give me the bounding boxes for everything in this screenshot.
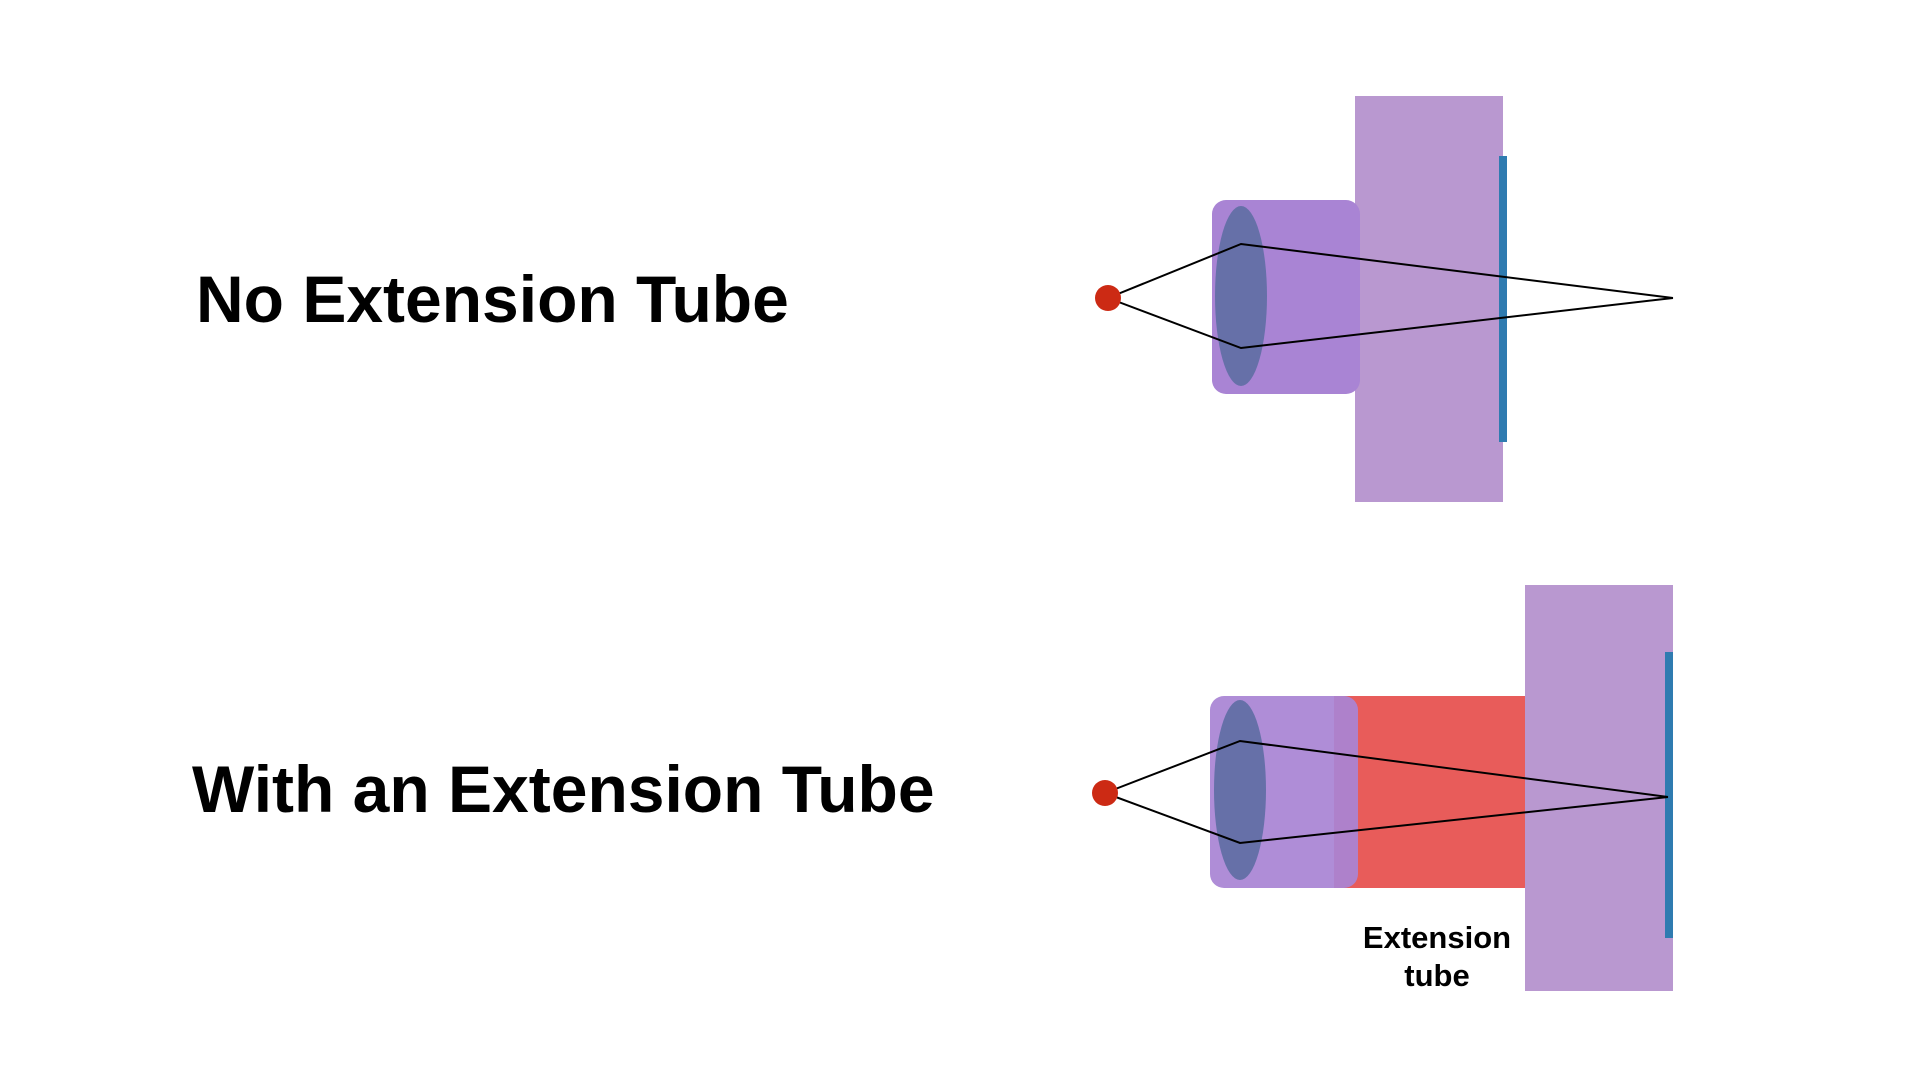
light-ray-lower — [1104, 792, 1669, 845]
camera-body — [1355, 96, 1503, 502]
extension-tube — [1334, 696, 1528, 888]
light-ray-upper — [1104, 739, 1669, 798]
lens-element — [1214, 700, 1266, 880]
image-sensor — [1499, 156, 1507, 442]
panel-no-extension-tube: No Extension Tube — [196, 96, 1674, 502]
image-sensor — [1665, 652, 1673, 938]
subject-point — [1092, 780, 1118, 806]
extension-tube-label-line2: tube — [1404, 958, 1469, 993]
light-ray-lower — [1107, 297, 1674, 350]
panel-title-no-extension-tube: No Extension Tube — [196, 262, 789, 336]
panel-with-extension-tube: With an Extension Tube Extension tube — [192, 585, 1673, 993]
subject-point — [1095, 285, 1121, 311]
extension-tube-label-line1: Extension — [1363, 920, 1511, 955]
lens-element — [1215, 206, 1267, 386]
panel-title-with-extension-tube: With an Extension Tube — [192, 752, 935, 826]
light-ray-upper — [1107, 242, 1674, 299]
